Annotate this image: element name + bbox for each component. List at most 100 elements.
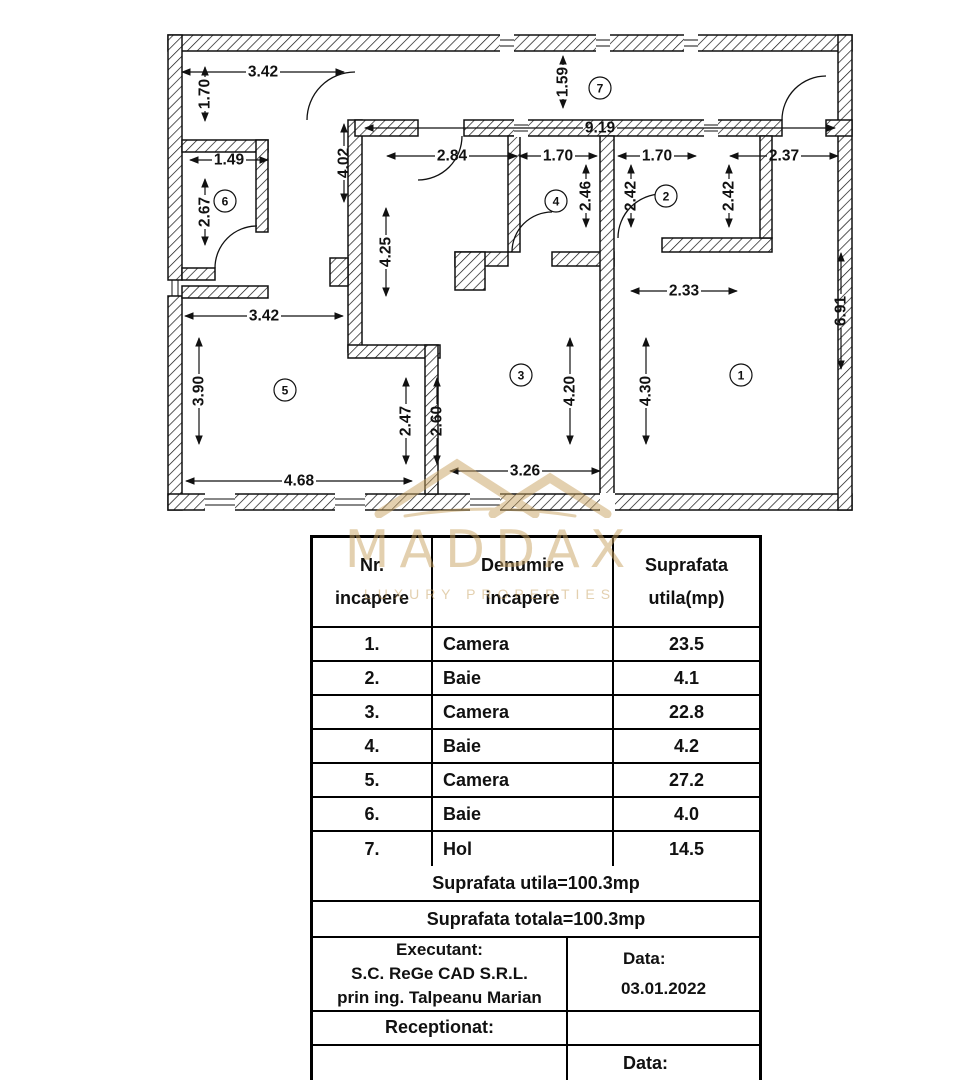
wall-segment	[255, 139, 269, 233]
room-number-badge: 5	[273, 378, 297, 402]
table-cell: 23.5	[668, 633, 705, 654]
dimension: 4.30	[638, 337, 655, 445]
table-cell: Camera	[433, 764, 614, 796]
room-number: 2	[663, 190, 670, 204]
dimension: 3.42	[184, 308, 344, 325]
room-number: 6	[222, 195, 229, 209]
wall-segment	[181, 285, 269, 299]
receptionat-empty-cell	[568, 1012, 759, 1044]
dimension-label: 1.70	[642, 148, 672, 165]
wall-segment	[167, 295, 183, 511]
dimension-label: 4.68	[284, 473, 315, 490]
dimension-label: 2.46	[578, 181, 595, 212]
wall-segment	[181, 267, 216, 281]
table-cell: 5.	[313, 764, 433, 796]
door-arc	[306, 71, 356, 121]
table-cell: 4.2	[673, 735, 700, 756]
dimension-label: 3.90	[191, 376, 208, 406]
dimension-label: 4.02	[336, 148, 353, 178]
header-suprafata-utila: Suprafata utila(mp)	[614, 538, 759, 626]
executant-engineer: prin ing. Talpeanu Marian	[337, 987, 542, 1007]
executant-row: Executant: S.C. ReGe CAD S.R.L. prin ing…	[313, 938, 759, 1012]
door-arc	[781, 75, 827, 121]
table-cell: 4.	[313, 730, 433, 762]
room-number-badges: 7 6 4 2 5 3 1	[213, 76, 753, 402]
dimension: 6.91	[833, 252, 850, 370]
table-cell: 27.2	[668, 769, 705, 790]
room-number: 3	[518, 369, 525, 383]
dimension: 4.02	[336, 123, 353, 203]
executant-company: S.C. ReGe CAD S.R.L.	[351, 964, 528, 984]
dimension-label: 1.59	[555, 67, 572, 98]
wall-segment	[661, 237, 773, 253]
floor-plan-drawing: 3.42 1.70 1.59 9.19 1.49 2.84 1.70 1.70 2.37 4.02…	[167, 34, 853, 511]
wall-segment	[181, 139, 269, 153]
dimension-label: 2.37	[769, 148, 799, 165]
wall-segment	[167, 493, 853, 511]
table-cell: 1.	[313, 628, 433, 660]
dimension-label: 4.25	[378, 237, 395, 268]
dimension: 4.68	[185, 473, 413, 490]
wall-segment	[599, 135, 615, 495]
door-arc	[511, 211, 553, 253]
dimension-label: 3.42	[249, 308, 279, 325]
receptionat-label: Receptionat:	[313, 1012, 568, 1044]
dimension-label: 3.26	[510, 463, 541, 480]
room-number-badge: 6	[213, 189, 237, 213]
dimension: 2.84	[386, 148, 518, 165]
empty-cell	[313, 1046, 568, 1080]
summary-totala: Suprafata totala=100.3mp	[426, 908, 646, 929]
dimension: 2.47	[398, 377, 415, 465]
dimension: 1.70	[197, 66, 214, 122]
dimension-label: 2.60	[429, 406, 446, 436]
executant-label: Executant:	[396, 940, 483, 960]
dimension: 2.67	[197, 178, 214, 246]
wall-segment	[507, 135, 521, 253]
dimension: 3.42	[181, 64, 345, 81]
dimension: 1.70	[518, 148, 598, 165]
header-line: utila(mp)	[648, 588, 725, 608]
receptionat-date-row: Data:	[313, 1046, 759, 1080]
table-row: 5.Camera 27.2	[313, 764, 759, 798]
header-line: Nr.	[359, 555, 384, 575]
dimension: 9.19	[364, 120, 836, 137]
header-denumire-incapere: Denumire incapere	[433, 538, 614, 626]
table-cell: 14.5	[668, 838, 705, 859]
dimension: 2.37	[729, 148, 839, 165]
wall-segment	[837, 34, 853, 511]
dimension-label: 2.42	[721, 181, 738, 211]
summary-utila: Suprafata utila=100.3mp	[432, 872, 640, 893]
dimension-label: 2.84	[437, 148, 468, 165]
dimension-label: 4.30	[638, 376, 655, 406]
wall-segment	[347, 344, 441, 359]
door-arc	[214, 225, 258, 269]
table-cell: Camera	[433, 628, 614, 660]
table-cell: 2.	[313, 662, 433, 694]
summary-utila-row: Suprafata utila=100.3mp	[313, 866, 759, 902]
dimension-label: 1.70	[543, 148, 573, 165]
receptionat-row: Receptionat:	[313, 1012, 759, 1046]
wall-segment	[759, 135, 773, 239]
dimension-label: 2.42	[623, 181, 640, 211]
table-cell: Baie	[433, 798, 614, 830]
room-number: 4	[553, 195, 560, 209]
dimension: 3.26	[449, 463, 601, 480]
room-number-badge: 1	[729, 363, 753, 387]
table-cell: Baie	[433, 662, 614, 694]
dimension: 2.46	[578, 164, 595, 228]
dimension: 4.20	[562, 337, 579, 445]
table-cell: 7.	[313, 832, 433, 866]
table-cell: 4.0	[673, 803, 700, 824]
wall-segment	[329, 257, 349, 287]
wall-segment	[454, 251, 486, 291]
dimension: 1.59	[555, 55, 572, 109]
room-number-badge: 3	[509, 363, 533, 387]
dimension: 1.49	[189, 152, 269, 169]
room-number-badge: 7	[588, 76, 612, 100]
room-number-badge: 4	[544, 189, 568, 213]
room-number-badge: 2	[654, 184, 678, 208]
dimension-label: 3.42	[248, 64, 278, 81]
